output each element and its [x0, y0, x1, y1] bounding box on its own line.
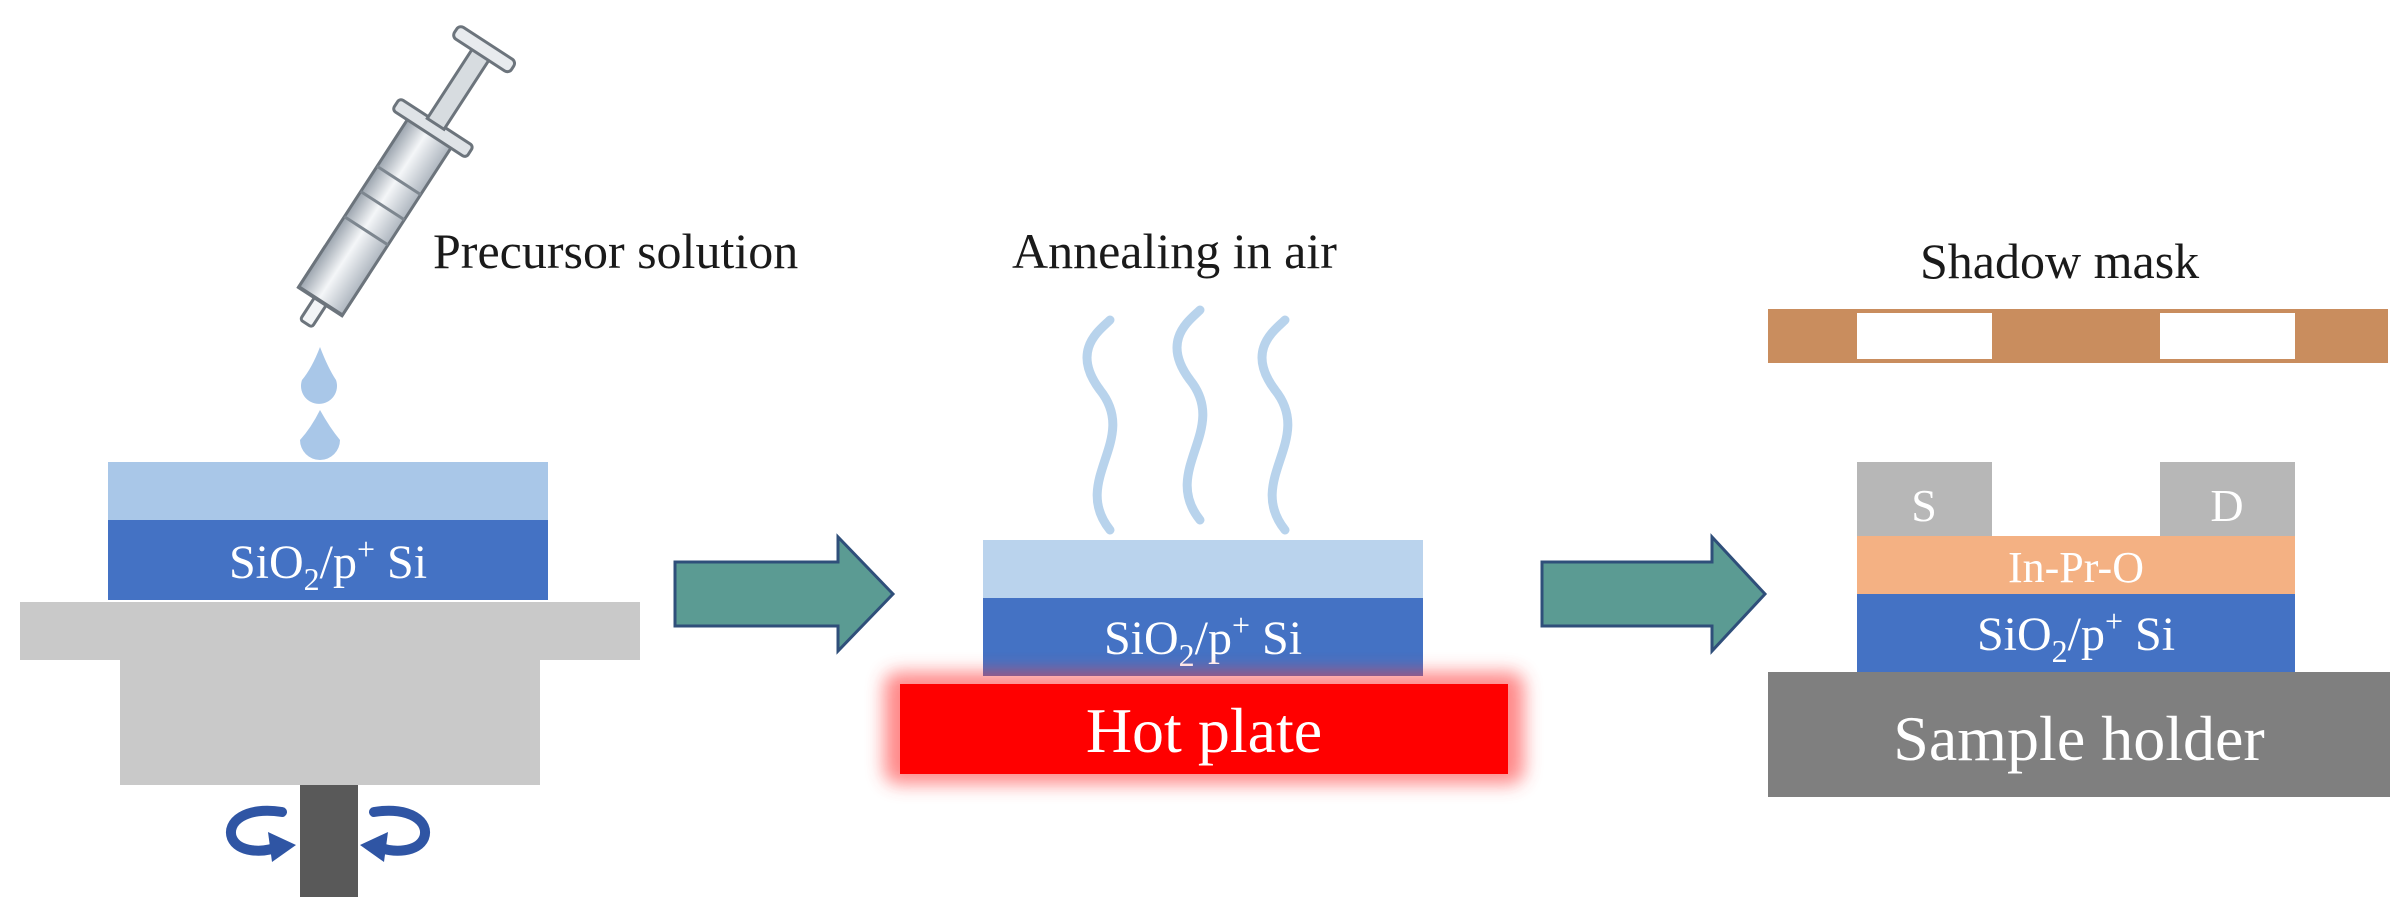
spin-chuck-plate — [20, 602, 640, 660]
vapor-icon — [1082, 305, 1293, 535]
substrate-layer — [1857, 594, 2295, 672]
substrate-layer — [108, 520, 548, 600]
substrate-layer — [983, 598, 1423, 676]
syringe-icon — [296, 25, 517, 328]
step2-annealing: Annealing in air SiO2/p+ Si Hot plate — [884, 223, 1524, 784]
sample-holder-label: Sample holder — [1893, 703, 2264, 774]
spin-shaft — [300, 785, 358, 897]
hot-plate — [900, 684, 1508, 774]
substrate-label: SiO2/p+ Si — [1977, 603, 2175, 669]
drain-electrode — [2160, 462, 2295, 536]
process-arrow-icon — [673, 533, 896, 655]
precursor-film-layer — [108, 462, 548, 520]
hot-plate-label: Hot plate — [1086, 695, 1322, 766]
source-electrode — [1857, 462, 1992, 536]
step3-electrode-deposition: Shadow mask S D In-Pr-O SiO2/p+ Si Sampl… — [1768, 233, 2390, 797]
drain-label: D — [2210, 480, 2243, 531]
annealing-label: Annealing in air — [1012, 223, 1337, 279]
channel-label: In-Pr-O — [2008, 543, 2144, 592]
spin-chuck-body — [120, 660, 540, 785]
channel-layer — [1857, 536, 2295, 594]
sample-holder — [1768, 672, 2390, 797]
step1-spin-coating: Precursor solution SiO2/p+ Si — [20, 25, 798, 897]
precursor-film-layer — [983, 540, 1423, 598]
substrate-label: SiO2/p+ Si — [229, 531, 427, 597]
shadow-mask — [1768, 309, 2388, 363]
source-label: S — [1911, 480, 1937, 531]
substrate-label: SiO2/p+ Si — [1104, 607, 1302, 673]
shadow-mask-label: Shadow mask — [1920, 233, 2199, 289]
droplet-icon — [300, 347, 340, 460]
precursor-solution-label: Precursor solution — [433, 223, 798, 279]
rotation-arrow-icon — [226, 805, 430, 862]
process-arrow-icon — [1540, 533, 1768, 655]
